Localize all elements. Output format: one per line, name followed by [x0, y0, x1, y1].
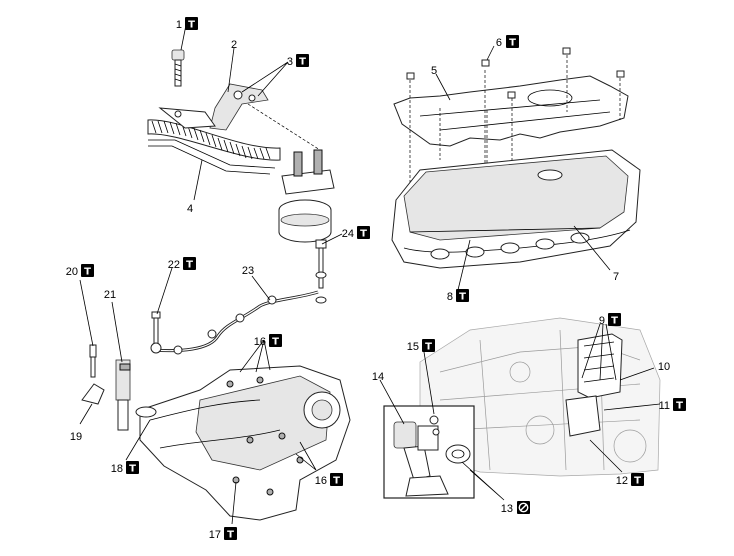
cover-bolts — [406, 47, 625, 99]
leader-lines — [79, 24, 661, 525]
torque-glyph: T — [509, 38, 516, 49]
callout-2: 2 — [231, 39, 237, 51]
callout-15: 15 T — [407, 339, 435, 353]
fuel-rail-clamp-group — [147, 49, 335, 243]
torque-icon: T — [224, 527, 237, 541]
callout-number: 16 — [254, 336, 266, 348]
callout-3: 3 T — [287, 54, 309, 68]
callout-10: 10 — [658, 361, 670, 373]
braided-fuel-line — [147, 119, 281, 175]
torque-glyph: T — [188, 20, 195, 31]
callout-number: 2 — [231, 39, 237, 51]
torque-glyph: T — [227, 530, 234, 541]
torque-glyph: T — [272, 337, 279, 348]
torque-icon: T — [185, 17, 198, 31]
callout-number: 21 — [104, 289, 116, 301]
callout-20: 20 T — [66, 264, 94, 278]
injector-group — [81, 344, 131, 431]
torque-icon: T — [673, 398, 686, 412]
callout-19: 19 — [70, 431, 82, 443]
callout-number: 16 — [315, 475, 327, 487]
callout-number: 19 — [70, 431, 82, 443]
engine-context-view — [419, 317, 661, 477]
callout-7: 7 — [613, 271, 619, 283]
torque-glyph: T — [84, 267, 91, 278]
torque-icon: T — [456, 289, 469, 303]
callout-6: 6 T — [496, 35, 519, 49]
egr-valve-inset — [383, 405, 475, 499]
torque-icon: T — [422, 339, 435, 353]
injector-top-part — [278, 149, 335, 243]
callout-14: 14 — [372, 371, 384, 383]
callout-number: 1 — [176, 19, 182, 31]
torque-glyph: T — [299, 57, 306, 68]
callout-number: 14 — [372, 371, 384, 383]
callout-13: 13 — [501, 501, 530, 515]
callout-16-bottom: 16 T — [315, 473, 343, 487]
torque-icon: T — [330, 473, 343, 487]
do-not-reuse-icon — [517, 501, 530, 514]
cylinder-head-cover-group — [391, 47, 641, 269]
callout-number: 4 — [187, 203, 193, 215]
callout-number: 17 — [209, 529, 221, 541]
callout-22: 22 T — [168, 257, 196, 271]
callout-12: 12 T — [616, 473, 644, 487]
callout-17: 17 T — [209, 527, 237, 541]
callout-1: 1 T — [176, 17, 198, 31]
callout-4: 4 — [187, 203, 193, 215]
torque-glyph: T — [129, 464, 136, 475]
callout-number: 15 — [407, 341, 419, 353]
callout-number: 9 — [599, 315, 605, 327]
callout-number: 20 — [66, 266, 78, 278]
callout-8: 8 T — [447, 289, 469, 303]
torque-glyph: T — [634, 476, 641, 487]
torque-glyph: T — [186, 260, 193, 271]
torque-icon: T — [183, 257, 196, 271]
callout-16-top: 16 T — [254, 334, 282, 348]
head-ports — [430, 232, 590, 260]
callout-number: 22 — [168, 259, 180, 271]
torque-icon: T — [126, 461, 139, 475]
clamp-bracket-part — [158, 83, 269, 131]
callout-number: 12 — [616, 475, 628, 487]
callout-number: 5 — [431, 65, 437, 77]
callout-number: 6 — [496, 37, 502, 49]
callout-number: 3 — [287, 56, 293, 68]
callout-number: 13 — [501, 503, 513, 515]
callout-21: 21 — [104, 289, 116, 301]
callout-number: 23 — [242, 265, 254, 277]
bolt-part — [171, 49, 185, 87]
callout-11: 11 T — [659, 398, 686, 412]
heat-shield-part — [393, 75, 629, 147]
torque-icon: T — [81, 264, 94, 278]
torque-icon: T — [296, 54, 309, 68]
callout-23: 23 — [242, 265, 254, 277]
callout-number: 10 — [658, 361, 670, 373]
callout-9: 9 T — [599, 313, 621, 327]
callout-number: 18 — [111, 463, 123, 475]
torque-glyph: T — [676, 401, 683, 412]
callout-24: 24 T — [342, 226, 370, 240]
torque-icon: T — [506, 35, 519, 49]
torque-glyph: T — [425, 342, 432, 353]
torque-glyph: T — [360, 229, 367, 240]
torque-icon: T — [608, 313, 621, 327]
torque-glyph: T — [333, 476, 340, 487]
torque-glyph: T — [611, 316, 618, 327]
torque-glyph: T — [459, 292, 466, 303]
torque-icon: T — [269, 334, 282, 348]
callout-labels: 1 T 2 3 T 4 5 6 T 7 8 T 9 T — [66, 17, 686, 541]
callout-5: 5 — [431, 65, 437, 77]
callout-number: 24 — [342, 228, 354, 240]
callout-18: 18 T — [111, 461, 139, 475]
fuel-pipe-group — [150, 239, 327, 355]
torque-icon: T — [631, 473, 644, 487]
callout-number: 8 — [447, 291, 453, 303]
callout-number: 11 — [659, 400, 670, 412]
torque-icon: T — [357, 226, 370, 240]
intake-manifold-group — [135, 365, 351, 521]
manifold-bolts — [226, 376, 304, 496]
callout-number: 7 — [613, 271, 619, 283]
